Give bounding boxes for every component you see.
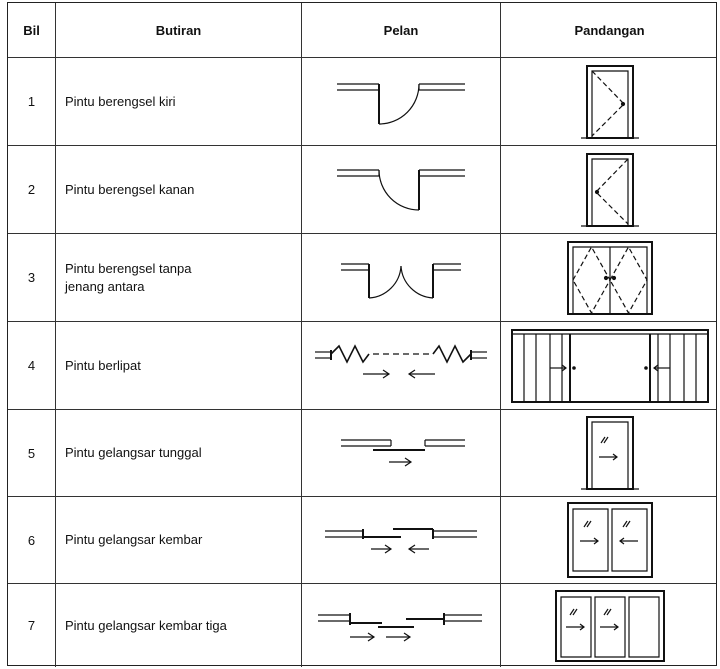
table-row: 1 Pintu berengsel kiri xyxy=(8,57,716,145)
folding-door-plan-icon xyxy=(311,336,491,396)
right-hinged-door-plan-icon xyxy=(331,150,471,230)
row-number: 1 xyxy=(27,94,36,109)
row-number: 2 xyxy=(27,182,36,197)
door-symbols-table: Bil Butiran Pelan Pandangan 1 Pintu bere… xyxy=(7,2,717,667)
table-row: 3 Pintu berengsel tanpa jenang antara xyxy=(8,233,716,321)
row-description: Pintu berlipat xyxy=(65,357,141,373)
double-hinged-door-elevation-icon xyxy=(562,238,658,318)
row-number: 4 xyxy=(27,358,36,373)
row-number: 3 xyxy=(27,270,36,285)
left-hinged-door-elevation-icon xyxy=(575,62,645,142)
single-sliding-door-plan-icon xyxy=(331,428,471,478)
table-row: 4 Pintu berlipat xyxy=(8,321,716,409)
row-description: Pintu gelangsar kembar tiga xyxy=(65,617,227,633)
single-sliding-door-elevation-icon xyxy=(575,413,645,493)
row-number: 5 xyxy=(27,445,36,461)
header-butiran: Butiran xyxy=(55,3,301,57)
table-row: 2 Pintu berengsel kanan xyxy=(8,145,716,233)
table-header-row: Bil Butiran Pelan Pandangan xyxy=(8,3,716,57)
row-description: Pintu berengsel tanpa jenang antara xyxy=(65,260,192,294)
header-bil: Bil xyxy=(23,22,40,38)
row-description: Pintu gelangsar kembar xyxy=(65,532,203,547)
row-description: Pintu gelangsar tunggal xyxy=(65,445,202,460)
table-row: 7 Pintu gelangsar kembar tiga xyxy=(8,583,716,667)
table-row: 5 Pintu gelangsar tunggal xyxy=(8,409,716,496)
header-pelan: Pelan xyxy=(301,3,500,57)
triple-sliding-door-elevation-icon xyxy=(552,587,668,665)
folding-door-elevation-icon xyxy=(510,324,710,408)
row-description: Pintu berengsel kanan xyxy=(65,181,195,197)
double-sliding-door-elevation-icon xyxy=(562,499,658,581)
row-number: 7 xyxy=(27,618,36,633)
table-row: 6 Pintu gelangsar kembar xyxy=(8,496,716,583)
row-number: 6 xyxy=(27,532,36,548)
double-hinged-door-plan-icon xyxy=(331,238,471,318)
header-pandangan: Pandangan xyxy=(500,3,718,57)
double-sliding-door-plan-icon xyxy=(321,515,481,565)
left-hinged-door-plan-icon xyxy=(331,62,471,142)
row-description: Pintu berengsel kiri xyxy=(65,93,176,109)
right-hinged-door-elevation-icon xyxy=(575,150,645,230)
triple-sliding-door-plan-icon xyxy=(316,601,486,651)
